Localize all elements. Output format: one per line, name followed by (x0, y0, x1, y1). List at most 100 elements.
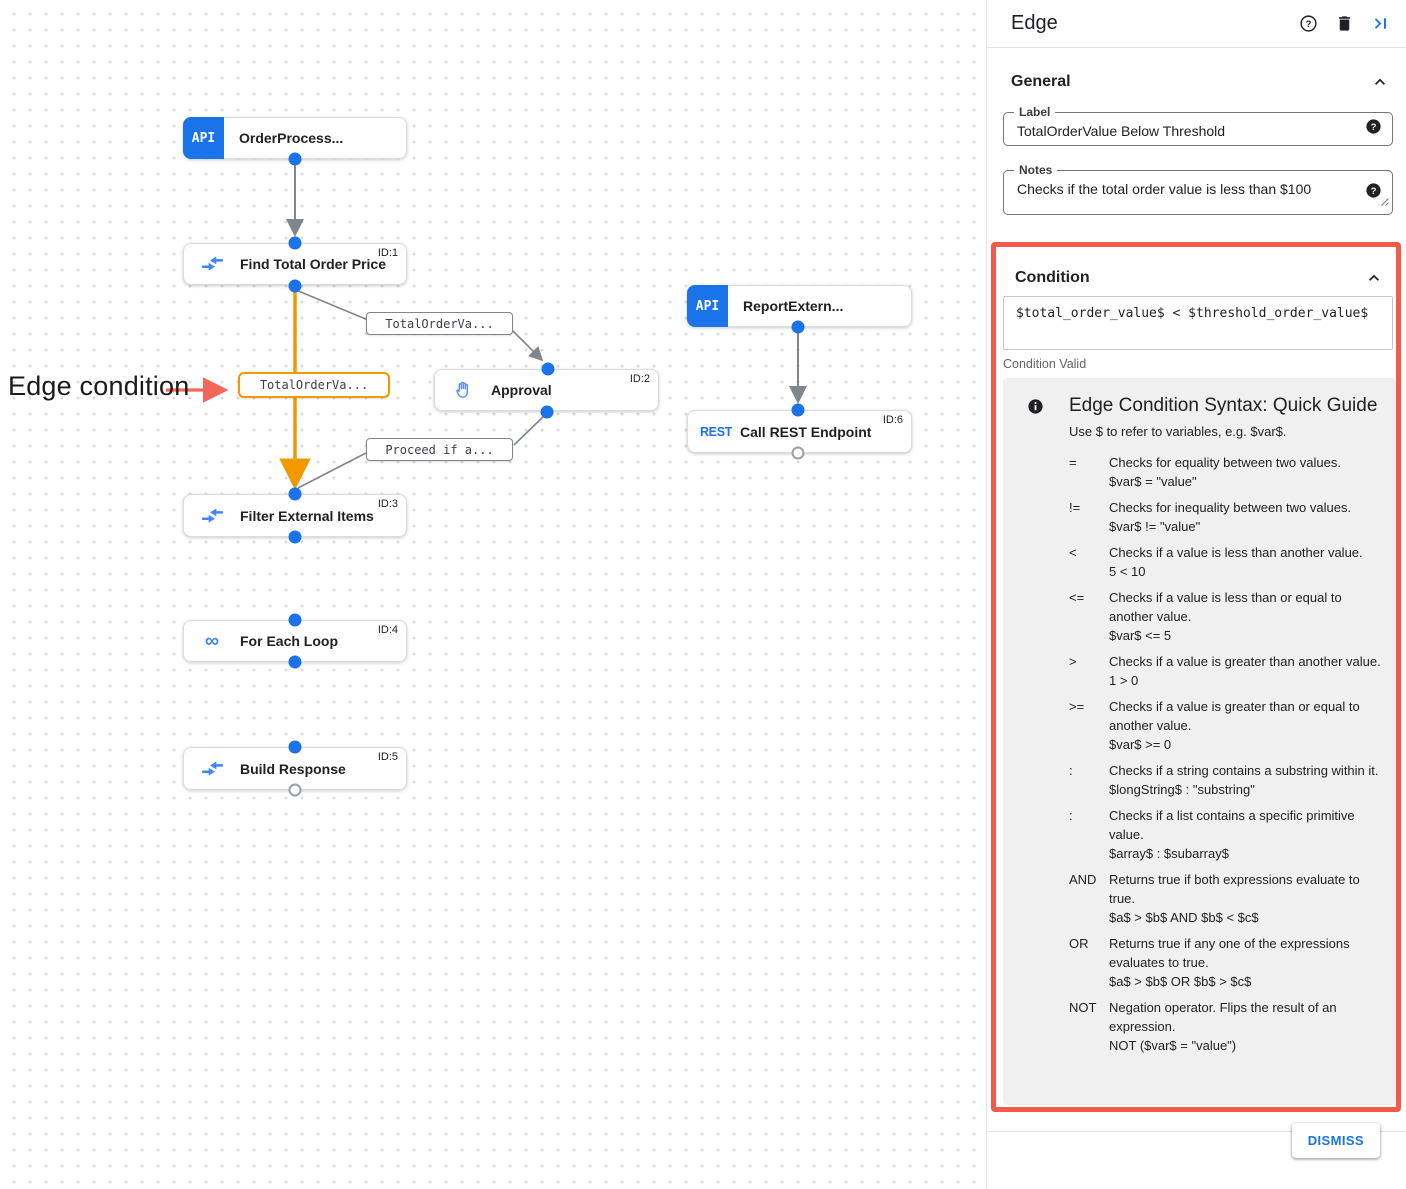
node-find-total-order-price[interactable]: ID:1 Find Total Order Price (183, 243, 407, 285)
connector-port-open[interactable] (288, 783, 302, 797)
guide-description: Returns true if any one of the expressio… (1109, 936, 1350, 989)
guide-row: < Checks if a value is less than another … (1003, 543, 1396, 581)
general-section-title: General (1011, 73, 1071, 90)
field-help-icon[interactable]: ? (1365, 182, 1382, 204)
connector-port[interactable] (288, 530, 302, 544)
connector-port[interactable] (288, 655, 302, 669)
data-mapping-icon (199, 254, 225, 273)
guide-description: Checks if a string contains a substring … (1109, 763, 1379, 797)
api-icon: API (183, 117, 224, 159)
approval-hand-icon (450, 380, 476, 401)
field-help-icon[interactable]: ? (1365, 118, 1382, 140)
node-build-response[interactable]: ID:5 Build Response (183, 747, 407, 790)
guide-operator: NOT (1069, 1000, 1097, 1015)
resize-handle-icon[interactable] (1380, 193, 1389, 211)
node-for-each-loop[interactable]: ID:4 ∞ For Each Loop (183, 620, 407, 662)
connector-port[interactable] (288, 740, 302, 754)
guide-description: Checks if a value is less than or equal … (1109, 590, 1342, 643)
node-label: ReportExtern... (743, 298, 844, 314)
help-icon[interactable]: ? (1296, 12, 1320, 36)
connector-port[interactable] (791, 403, 805, 417)
svg-text:?: ? (1305, 19, 1311, 30)
workflow-canvas[interactable]: TotalOrderVa... TotalOrderVa... Proceed … (0, 0, 986, 1189)
guide-row: :Checks if a string contains a substring… (1003, 761, 1396, 799)
guide-operator: < (1069, 545, 1077, 560)
guide-rows: =Checks for equality between two values.… (1003, 443, 1396, 1055)
node-label: For Each Loop (240, 633, 338, 649)
guide-operator: > (1069, 654, 1077, 669)
rest-icon: REST (699, 424, 733, 439)
condition-highlight-box: Condition $total_order_value$ < $thresho… (991, 242, 1401, 1112)
data-mapping-icon (199, 506, 225, 525)
dismiss-button[interactable]: DISMISS (1291, 1123, 1380, 1158)
guide-row: !=Checks for inequality between two valu… (1003, 498, 1396, 536)
guide-description: Checks for inequality between two values… (1109, 500, 1352, 534)
label-field-value[interactable]: TotalOrderValue Below Threshold (1017, 123, 1226, 139)
node-label: OrderProcess... (239, 130, 344, 146)
footer-divider (987, 1131, 1406, 1132)
guide-operator: <= (1069, 590, 1085, 605)
guide-row: >= Checks if a value is greater than or e… (1003, 697, 1396, 754)
node-label: Filter External Items (240, 507, 374, 524)
label-field[interactable]: Label TotalOrderValue Below Threshold ? (1003, 105, 1393, 146)
chevron-up-icon[interactable] (1362, 266, 1386, 290)
panel-header: Edge ? (987, 0, 1406, 48)
connector-port[interactable] (288, 236, 302, 250)
condition-section-title: Condition (1015, 269, 1090, 286)
connector-port[interactable] (288, 487, 302, 501)
svg-text:?: ? (1371, 185, 1377, 195)
node-reportextern[interactable]: API ReportExtern... (687, 285, 912, 327)
general-section-header[interactable]: General (1011, 70, 1392, 94)
connector-port[interactable] (288, 279, 302, 293)
node-label: Call REST Endpoint (740, 423, 872, 440)
notes-field-label: Notes (1014, 163, 1058, 177)
condition-expression-input[interactable]: $total_order_value$ < $threshold_order_v… (1003, 296, 1393, 350)
node-filter-external-items[interactable]: ID:3 Filter External Items (183, 494, 407, 537)
collapse-panel-icon[interactable] (1368, 12, 1392, 36)
notes-field[interactable]: Notes Checks if the total order value is… (1003, 163, 1393, 215)
loop-icon: ∞ (204, 630, 220, 652)
node-id: ID:2 (629, 373, 650, 385)
connector-port[interactable] (791, 320, 805, 334)
guide-row: <= Checks if a value is less than or equa… (1003, 588, 1396, 645)
chevron-up-icon[interactable] (1368, 70, 1392, 94)
connector-port[interactable] (288, 613, 302, 627)
node-orderprocess[interactable]: API OrderProcess... (183, 117, 407, 159)
edge-label-totalordervalue-selected[interactable]: TotalOrderVa... (238, 372, 390, 398)
node-id: ID:5 (377, 751, 398, 763)
guide-description: Checks if a value is greater than or equ… (1109, 699, 1360, 752)
node-id: ID:1 (377, 247, 398, 259)
data-mapping-icon (199, 759, 225, 778)
node-approval[interactable]: ID:2 Approval (434, 369, 659, 411)
guide-description: Checks if a value is less than another v… (1109, 545, 1363, 579)
edge-label-totalordervalue[interactable]: TotalOrderVa... (366, 312, 513, 335)
condition-syntax-guide: Edge Condition Syntax: Quick Guide Use $… (1003, 378, 1396, 1105)
node-label: Find Total Order Price (240, 256, 386, 272)
guide-row: >Checks if a value is greater than anoth… (1003, 652, 1396, 690)
connector-port[interactable] (288, 152, 302, 166)
connector-port[interactable] (541, 362, 555, 376)
edge-find-to-approval-a[interactable] (295, 289, 369, 321)
node-label: Build Response (240, 760, 346, 777)
condition-section-header[interactable]: Condition (1015, 266, 1386, 290)
edge-find-to-approval-b[interactable] (512, 330, 544, 362)
guide-operator: : (1069, 808, 1073, 823)
guide-description: Returns true if both expressions evaluat… (1109, 872, 1360, 925)
guide-operator: >= (1069, 699, 1085, 714)
node-id: ID:3 (377, 498, 398, 510)
edge-label-proceed[interactable]: Proceed if a... (366, 438, 513, 461)
node-id: ID:6 (882, 414, 903, 426)
guide-subtitle: Use $ to refer to variables, e.g. $var$. (1069, 424, 1287, 439)
edge-config-panel: Edge ? General Label TotalOrderValue Bel… (986, 0, 1406, 1189)
delete-icon[interactable] (1332, 12, 1356, 36)
edge-approval-to-filter-b[interactable] (297, 452, 367, 489)
guide-operator: = (1069, 455, 1077, 470)
connector-port-open[interactable] (791, 446, 805, 460)
edge-approval-to-filter-a[interactable] (513, 414, 546, 446)
label-field-label: Label (1014, 105, 1056, 119)
guide-row: =Checks for equality between two values.… (1003, 453, 1396, 491)
connector-port[interactable] (540, 405, 554, 419)
notes-field-value[interactable]: Checks if the total order value is less … (1017, 181, 1312, 197)
